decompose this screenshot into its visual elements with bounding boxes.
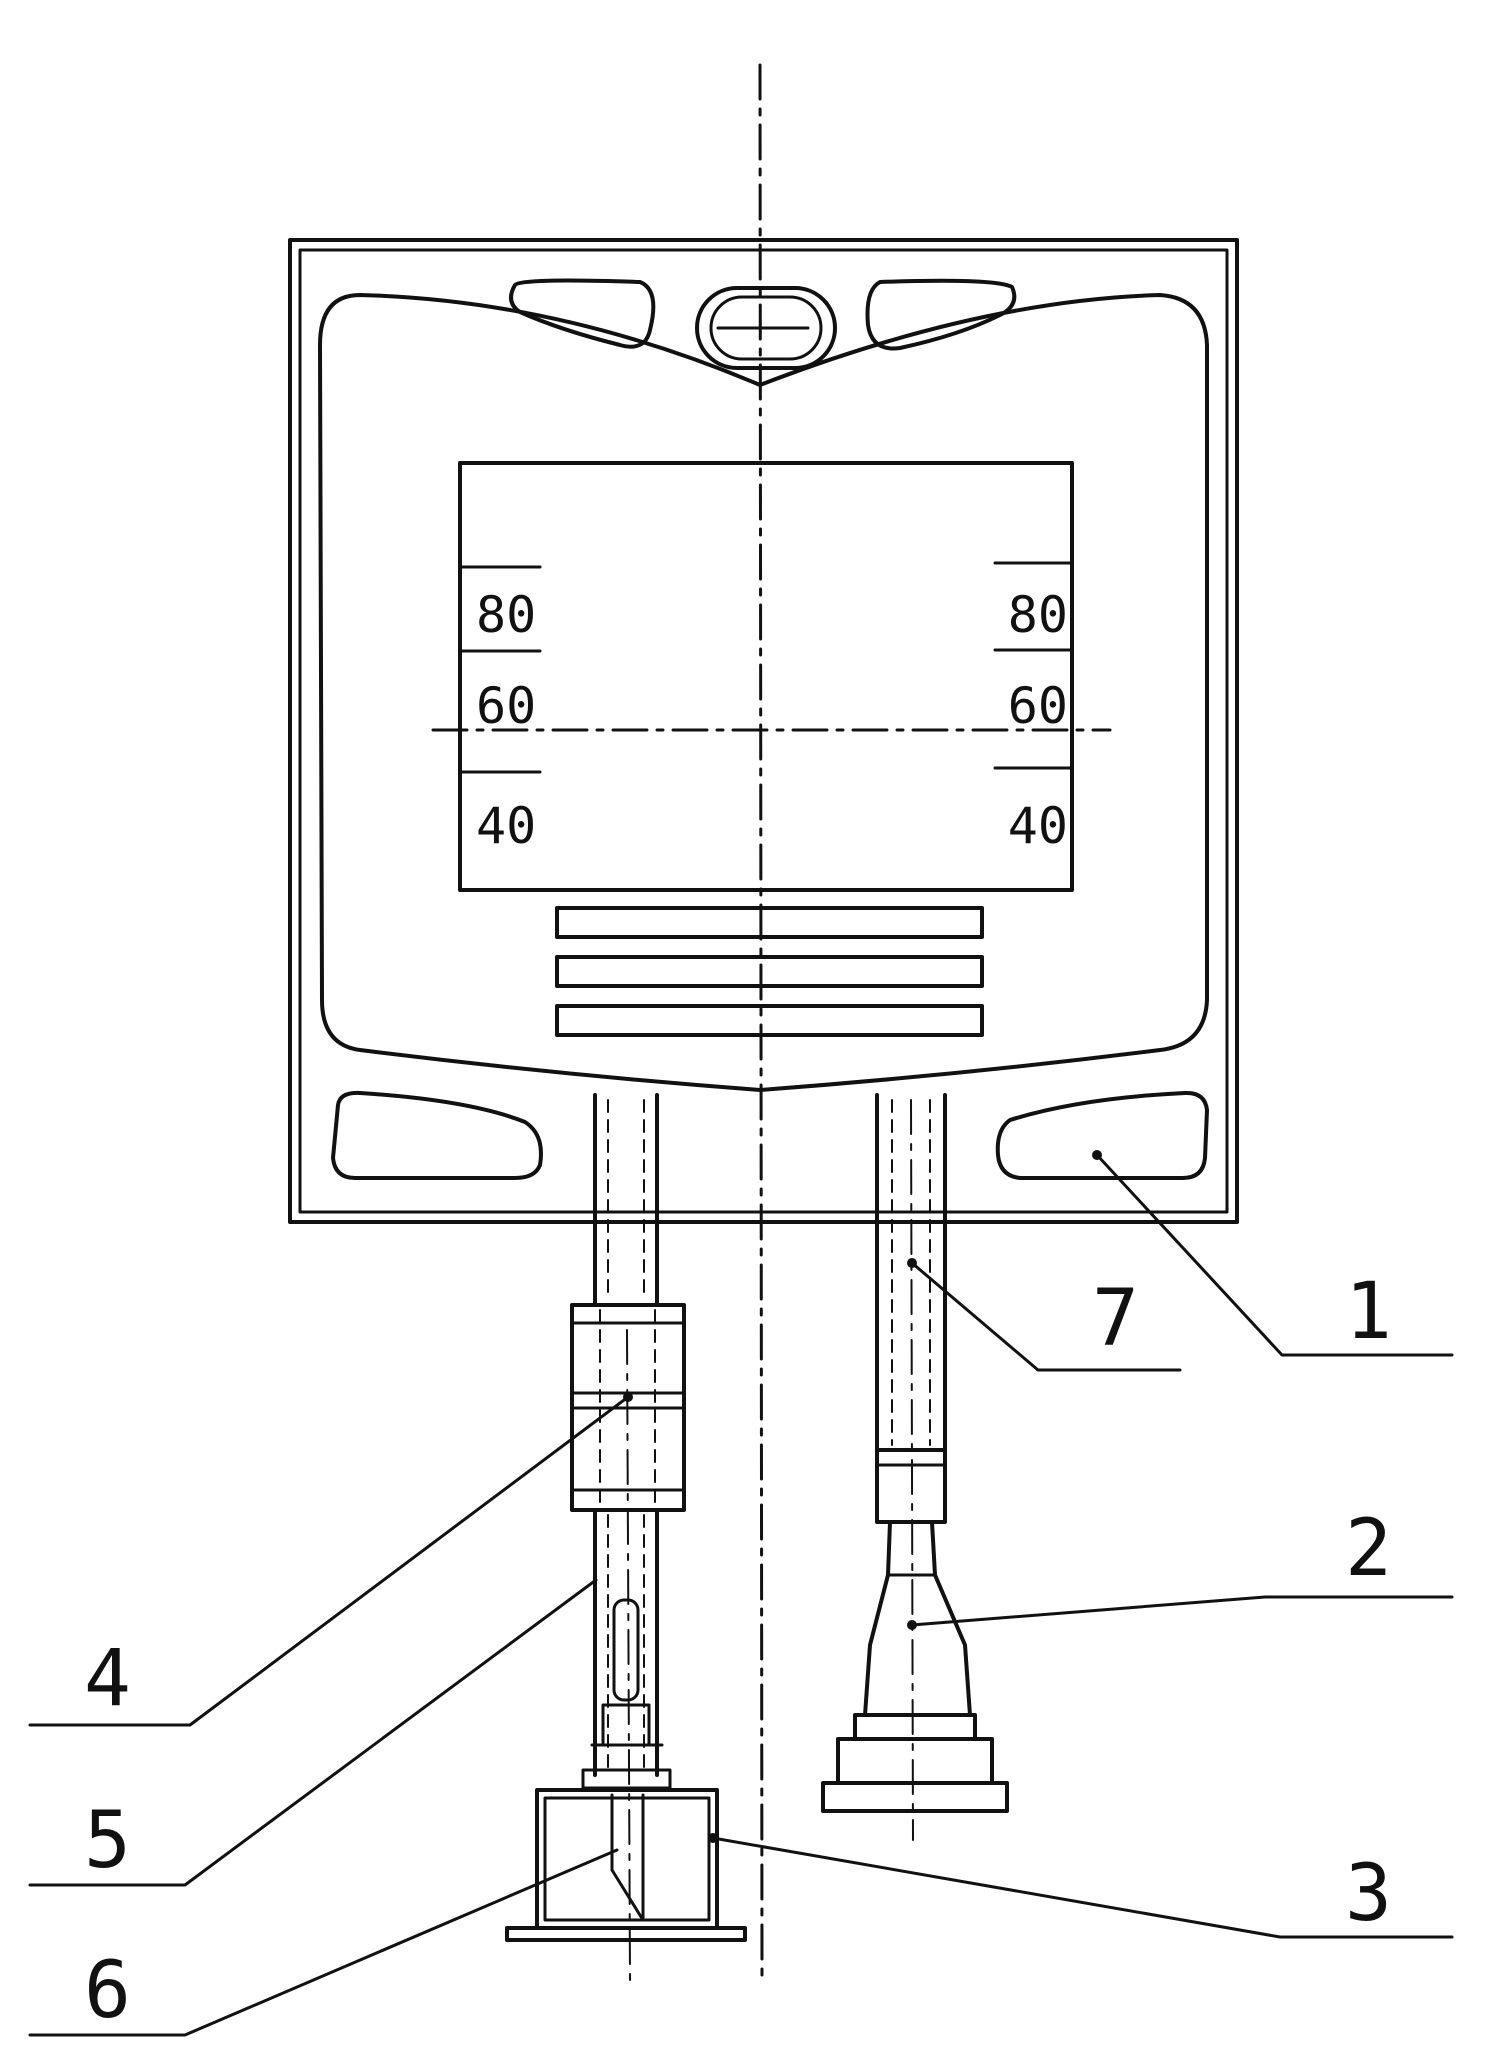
- spike-needle: [612, 1795, 643, 1920]
- right-scale-40: 40: [1008, 797, 1068, 855]
- spike-cap: [507, 1790, 745, 1940]
- vertical-centerline: [760, 65, 762, 1980]
- left-scale-40: 40: [476, 797, 536, 855]
- left-scale-60: 60: [476, 677, 536, 735]
- leader-lines: [30, 1155, 1452, 2035]
- bottom-slots: [333, 1093, 1207, 1178]
- callout-2: 2: [1345, 1504, 1392, 1594]
- right-tube-assembly: [823, 1095, 1007, 1840]
- label-strips: [557, 908, 982, 1035]
- callout-3: 3: [1345, 1849, 1392, 1939]
- right-scale-80: 80: [1008, 586, 1068, 644]
- graduation-window: [460, 463, 1072, 890]
- injection-port: [865, 1522, 970, 1715]
- callout-1: 1: [1345, 1267, 1392, 1357]
- callout-5: 5: [84, 1796, 131, 1886]
- callout-7: 7: [1092, 1274, 1139, 1364]
- callout-6: 6: [84, 1946, 131, 2036]
- callout-4: 4: [84, 1634, 131, 1724]
- left-tube-assembly: [572, 1095, 684, 1980]
- right-scale-60: 60: [1008, 677, 1068, 735]
- left-scale-80: 80: [476, 586, 536, 644]
